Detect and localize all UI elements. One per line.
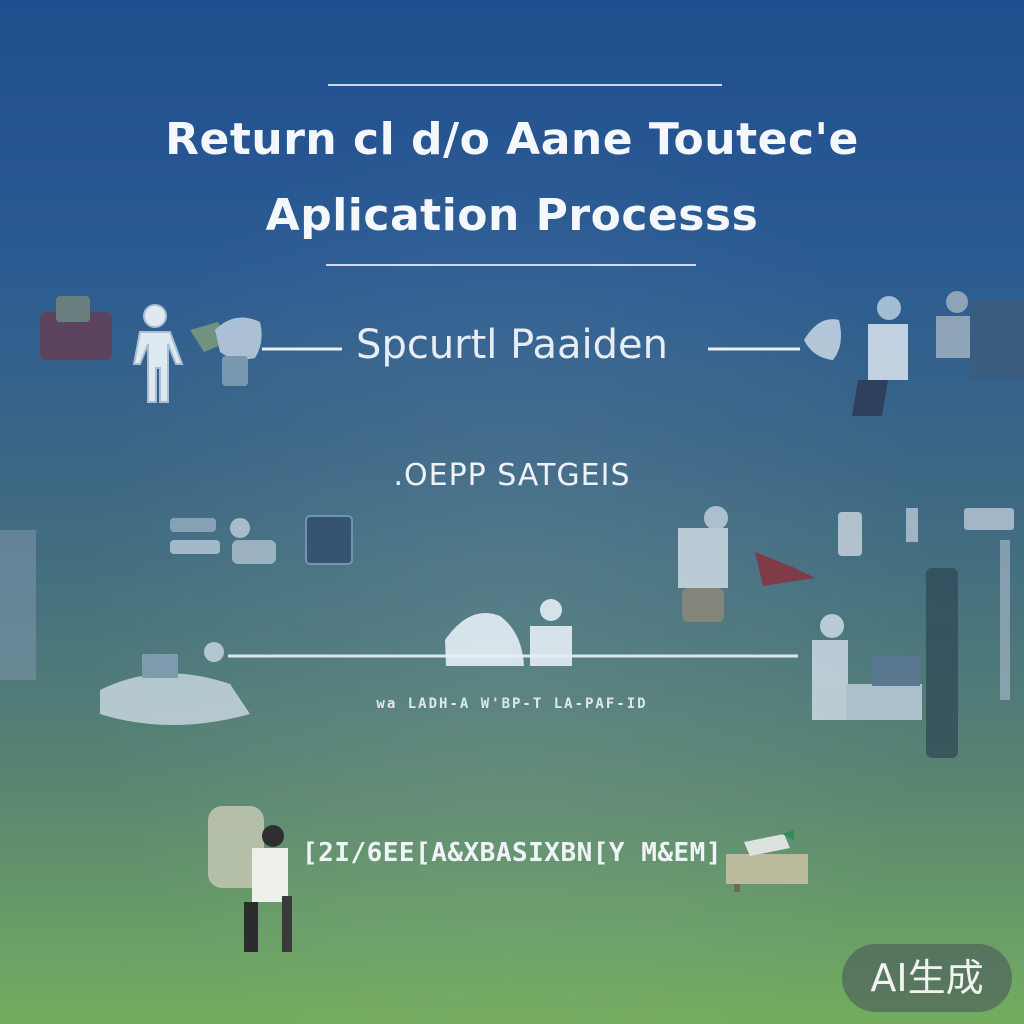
section-subheading: Spcurtl Paaiden [356, 322, 668, 368]
desk-illustration-left [40, 296, 112, 360]
bottom-caption: [2I/6EE[A&XBASIXBN[Y M&EM] [302, 838, 722, 868]
seated-figure-right [812, 614, 922, 720]
center-figures-illustration [445, 599, 572, 666]
person-with-documents-icon [190, 317, 262, 386]
office-desk-illustration [170, 515, 353, 565]
ai-generated-badge: AI生成 [842, 944, 1012, 1012]
title-rule-top [328, 84, 722, 86]
person-at-desk-illustration [678, 506, 1014, 622]
building-left [0, 530, 36, 680]
pillar-right [926, 540, 1010, 758]
title-rule-bottom [326, 264, 696, 266]
page-title-line-2: Aplication Processs [265, 190, 759, 241]
process-caption: wa LADH-A W'BP-T LA-PAF-ID [376, 696, 648, 712]
patient-bed-illustration [100, 642, 250, 725]
page-title-line-1: Return cl d/o Aane Toutec'e [165, 114, 859, 165]
desk-illustration-bottom-right [726, 830, 808, 892]
stage-label: .OEPP SATGEIS [393, 458, 631, 493]
person-icon [132, 304, 184, 403]
standing-figures-right [804, 291, 1024, 416]
person-with-bag-illustration [208, 806, 292, 952]
